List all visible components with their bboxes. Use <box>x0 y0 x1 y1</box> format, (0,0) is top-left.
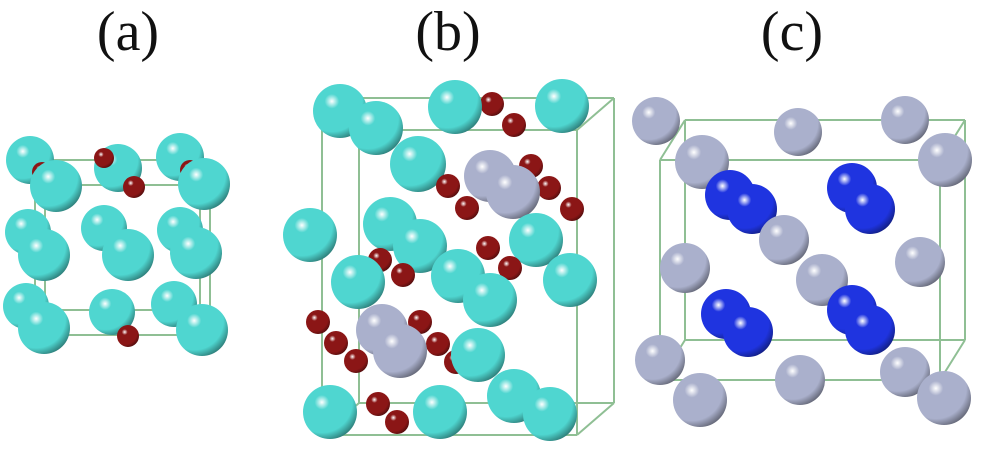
cyan-atom <box>393 219 447 273</box>
red-atom <box>385 410 409 434</box>
blue-atom <box>845 305 895 355</box>
lavender-atom <box>918 133 972 187</box>
lavender-atom <box>775 355 825 405</box>
cyan-atom <box>178 158 230 210</box>
red-atom <box>123 176 145 198</box>
cell-edge <box>659 119 686 161</box>
panel-a-structure <box>3 133 230 356</box>
red-atom <box>117 325 139 347</box>
lavender-atom <box>660 243 710 293</box>
blue-atom <box>845 184 895 234</box>
red-atom <box>498 256 522 280</box>
cyan-atom <box>18 302 70 354</box>
cyan-atom <box>428 80 482 134</box>
cell-edge <box>576 402 615 436</box>
cyan-atom <box>463 273 517 327</box>
cyan-atom <box>89 289 135 335</box>
cyan-atom <box>535 79 589 133</box>
cyan-atom <box>349 101 403 155</box>
red-atom <box>560 197 584 221</box>
cyan-atom <box>543 253 597 307</box>
blue-atom <box>727 184 777 234</box>
panel-a-label: (a) <box>96 1 160 63</box>
panel-b-label: (b) <box>415 1 481 63</box>
red-atom <box>436 174 460 198</box>
red-atom <box>324 331 348 355</box>
red-atom <box>306 310 330 334</box>
cyan-atom <box>413 385 467 439</box>
red-atom <box>426 332 450 356</box>
panel-b-structure <box>283 79 615 441</box>
lavender-atom <box>635 335 685 385</box>
lavender-atom <box>673 373 727 427</box>
lavender-atom <box>880 347 930 397</box>
cyan-atom <box>30 160 82 212</box>
red-atom <box>344 349 368 373</box>
lavender-atom <box>759 215 809 265</box>
red-atom <box>480 92 504 116</box>
red-atom <box>455 196 479 220</box>
cyan-atom <box>170 227 222 279</box>
cyan-atom <box>331 255 385 309</box>
cyan-atom <box>509 213 563 267</box>
cyan-atom <box>283 208 337 262</box>
red-atom <box>537 176 561 200</box>
cyan-atom <box>18 229 70 281</box>
red-atom <box>366 392 390 416</box>
cyan-atom <box>102 229 154 281</box>
lavender-atom <box>881 96 929 144</box>
cyan-atom <box>390 136 446 192</box>
red-atom <box>391 263 415 287</box>
lavender-atom <box>774 108 822 156</box>
panel-c-label: (c) <box>760 1 824 63</box>
red-atom <box>94 148 114 168</box>
cell-edge <box>576 97 615 131</box>
panel-c-structure <box>632 96 972 427</box>
red-atom <box>502 113 526 137</box>
cyan-atom <box>303 385 357 439</box>
red-atom <box>476 236 500 260</box>
lavender-atom <box>632 97 680 145</box>
blue-atom <box>723 307 773 357</box>
lavender-atom <box>486 165 540 219</box>
cyan-atom <box>523 387 577 441</box>
cyan-atom <box>451 328 505 382</box>
cyan-atom <box>176 304 228 356</box>
lavender-atom <box>373 324 427 378</box>
lavender-atom <box>917 371 971 425</box>
lavender-atom <box>895 237 945 287</box>
